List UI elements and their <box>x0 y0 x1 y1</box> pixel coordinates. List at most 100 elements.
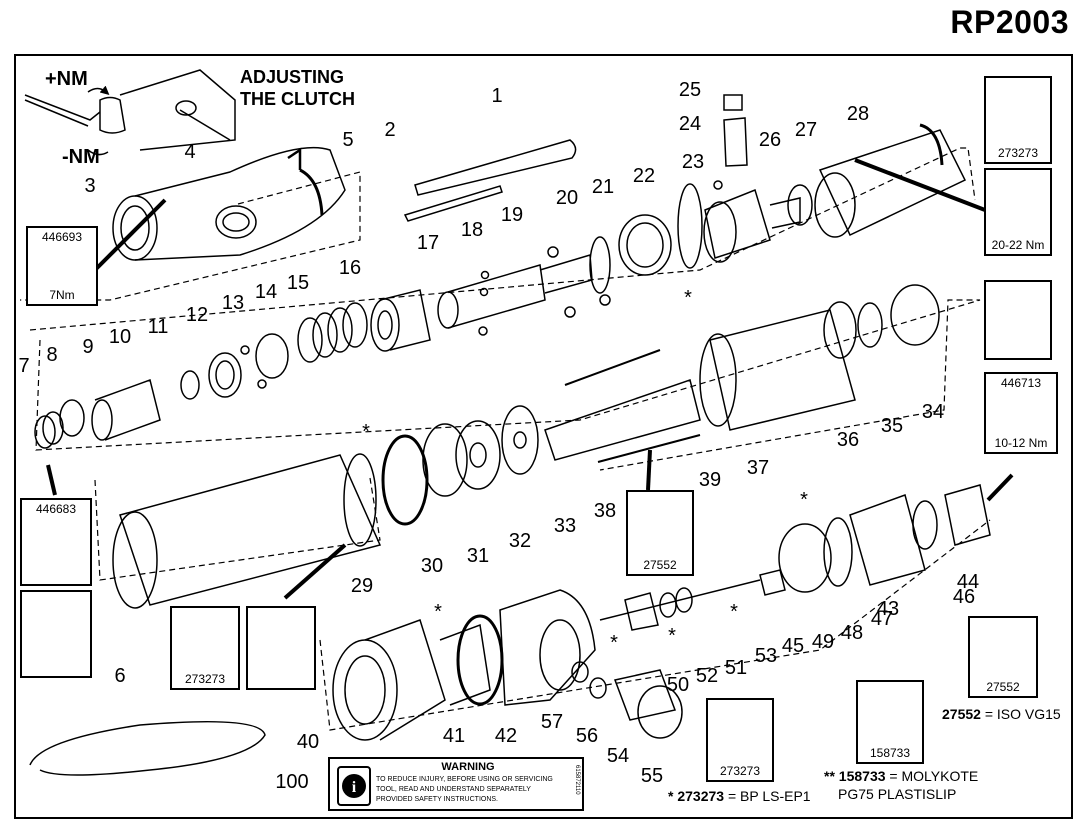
wrench-box-446713: 446713 10-12 Nm <box>984 372 1058 454</box>
legend-bp-text: = BP LS-EP1 <box>727 788 811 804</box>
grease-code: 273273 <box>719 764 761 778</box>
part-number-label: 28 <box>846 103 870 125</box>
part-number-label: 15 <box>286 272 310 294</box>
part-number-label: 31 <box>466 545 490 567</box>
legend-bp-code: 273273 <box>677 788 725 804</box>
asterisk-marker: * <box>434 601 442 623</box>
motor-drawing <box>112 284 940 609</box>
oil-box-27552-center: 27552 <box>626 490 694 576</box>
part-number-label: 52 <box>695 665 719 687</box>
part-number-label: 12 <box>185 304 209 326</box>
pliers-box <box>20 590 92 678</box>
part-number-label: 57 <box>540 711 564 733</box>
part-number-label: 47 <box>870 608 894 630</box>
torque-value: 20-22 Nm <box>991 238 1045 252</box>
part-number-label: 4 <box>184 141 196 163</box>
part-number-label: 35 <box>880 415 904 437</box>
asterisk-marker: * <box>668 625 676 647</box>
part-number-label: 20 <box>555 187 579 209</box>
part-number-label: 5 <box>342 129 354 151</box>
part-number-label: 25 <box>678 79 702 101</box>
asterisk-marker: * <box>730 601 738 623</box>
part-number-label: 34 <box>921 401 945 423</box>
part-number-label: 42 <box>494 725 518 747</box>
legend-bp: * 273273 = BP LS-EP1 <box>668 788 811 804</box>
part-number-label: 55 <box>640 765 664 787</box>
nose-housing-drawing <box>112 146 346 261</box>
part-2-drawing <box>403 185 503 222</box>
legend-bp-prefix: * <box>668 788 674 804</box>
part-number-label: 26 <box>758 129 782 151</box>
part-number-label: 48 <box>840 622 864 644</box>
part-number-label: 39 <box>698 469 722 491</box>
oil-code: 27552 <box>986 680 1020 694</box>
part-number-label: 38 <box>593 500 617 522</box>
part-number-label: 2 <box>384 119 396 141</box>
clutch-heading-line1: ADJUSTING <box>240 67 345 87</box>
part-number-label: 3 <box>84 175 96 197</box>
part-number-label: 54 <box>606 745 630 767</box>
warning-label: i WARNING TO REDUCE INJURY, BEFORE USING… <box>328 757 584 811</box>
grease-box-158733: 158733 <box>856 680 924 764</box>
part-number-label: 100 <box>275 771 309 793</box>
cylinder-parts-drawing <box>34 289 431 449</box>
page-title: RP2003 <box>950 4 1069 40</box>
part-number-label: 10 <box>108 326 132 348</box>
rear-housing-drawing <box>332 484 991 741</box>
part-number-label: 17 <box>416 232 440 254</box>
part-number-label: 21 <box>591 176 615 198</box>
part-number-label: 30 <box>420 555 444 577</box>
part-number-label: 49 <box>811 631 835 653</box>
part-number-label: 18 <box>460 219 484 241</box>
diagram-frame <box>14 54 1073 819</box>
part-number-label: 50 <box>666 674 690 696</box>
part-number-label: 45 <box>781 635 805 657</box>
tool-code: 446683 <box>35 502 77 516</box>
part-1-drawing <box>414 139 577 196</box>
spindle-drawing <box>437 183 703 336</box>
wrench-torque: 10-12 Nm <box>994 436 1048 450</box>
part-number-label: 36 <box>836 429 860 451</box>
minus-nm-label: -NM <box>62 146 100 168</box>
part-number-label: 22 <box>632 165 656 187</box>
plus-nm-label: +NM <box>45 68 88 90</box>
part-number-label: 27 <box>794 119 818 141</box>
wrench-code: 446713 <box>1000 376 1042 390</box>
grease-code: 158733 <box>869 746 911 760</box>
part-number-label: 6 <box>114 665 126 687</box>
part-number-label: 46 <box>952 586 976 608</box>
legend-oil-text: = ISO VG15 <box>984 706 1061 722</box>
part-number-label: 51 <box>724 657 748 679</box>
part-number-label: 32 <box>508 530 532 552</box>
clutch-assembly-drawing <box>703 94 967 263</box>
tool-box-446683: 446683 <box>20 498 92 586</box>
hand-box <box>246 606 316 690</box>
grease-code: 273273 <box>997 146 1039 160</box>
info-icon: i <box>337 766 371 806</box>
clutch-heading: ADJUSTING THE CLUTCH <box>240 66 355 110</box>
legend-molykote-code: 158733 <box>838 768 886 784</box>
part-number-label: 19 <box>500 204 524 226</box>
grease-box-273273-top: 273273 <box>984 76 1052 164</box>
clutch-tool-drawing <box>24 69 236 156</box>
part-number-label: 23 <box>681 151 705 173</box>
oil-code: 27552 <box>643 558 677 572</box>
wrench-code: 446693 <box>41 230 83 244</box>
warning-title: WARNING <box>441 761 495 773</box>
asterisk-marker: * <box>610 632 618 654</box>
legend-molykote-prefix: ** <box>824 768 835 784</box>
part-number-label: 53 <box>754 645 778 667</box>
wrench-torque: 7Nm <box>49 288 75 302</box>
warning-text: TO REDUCE INJURY, BEFORE USING OR SERVIC… <box>376 776 553 803</box>
part-number-label: 1 <box>491 85 503 107</box>
part-number-label: 44 <box>956 571 980 593</box>
part-number-label: 29 <box>350 575 374 597</box>
torque-box: 20-22 Nm <box>984 168 1052 256</box>
part-number-label: 43 <box>876 598 900 620</box>
asterisk-marker: * <box>684 287 692 309</box>
part-number-label: 16 <box>338 257 362 279</box>
warning-side-code: 615872110 <box>574 765 580 795</box>
legend-molykote-text: = MOLYKOTE <box>889 768 979 784</box>
svg-text:i: i <box>352 779 357 796</box>
part-number-label: 7 <box>18 355 30 377</box>
